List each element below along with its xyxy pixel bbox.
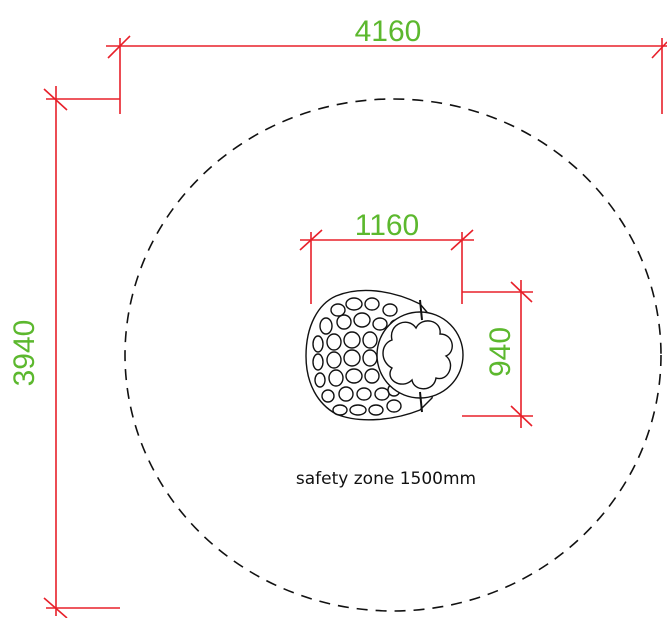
item-depth-label: 940 <box>484 327 517 377</box>
body-spot <box>312 353 324 371</box>
body-spot <box>343 331 361 349</box>
body-spot <box>372 317 388 331</box>
body-spot <box>328 369 344 387</box>
body-spot <box>345 368 363 384</box>
body-spot <box>343 349 361 367</box>
body-spot <box>364 368 380 384</box>
body-spot <box>319 317 333 335</box>
overall-width-label: 4160 <box>355 15 422 48</box>
body-spot <box>362 331 378 349</box>
body-spot <box>312 335 324 353</box>
body-spot <box>374 387 390 401</box>
overall-depth-label: 3940 <box>8 320 41 387</box>
body-spot <box>386 399 402 413</box>
body-spot <box>326 351 342 369</box>
side-handles <box>419 299 423 413</box>
body-spot <box>330 303 346 317</box>
body-spot <box>338 386 354 402</box>
body-outline <box>305 289 438 421</box>
body-spot <box>368 404 384 416</box>
body-spot <box>349 404 367 416</box>
body-spot <box>336 314 352 330</box>
body-spot <box>314 372 326 388</box>
safety-zone-label: safety zone 1500mm <box>296 469 476 489</box>
overall-width-dimension <box>106 35 667 114</box>
item-width-label: 1160 <box>355 209 420 242</box>
body-spot <box>382 303 398 317</box>
item-depth-dimension <box>462 280 533 428</box>
play-equipment-top-view <box>305 289 464 421</box>
body-spot <box>364 297 380 311</box>
body-spot <box>356 387 372 401</box>
safety-zone-boundary <box>124 98 662 612</box>
dome-inner-flower <box>382 320 453 390</box>
body-spot <box>332 404 348 416</box>
overall-depth-dimension <box>43 86 120 618</box>
body-spot <box>353 312 371 328</box>
body-spot <box>326 333 342 351</box>
body-spot <box>362 349 378 367</box>
body-spot <box>345 297 363 311</box>
body-spot <box>321 389 335 403</box>
